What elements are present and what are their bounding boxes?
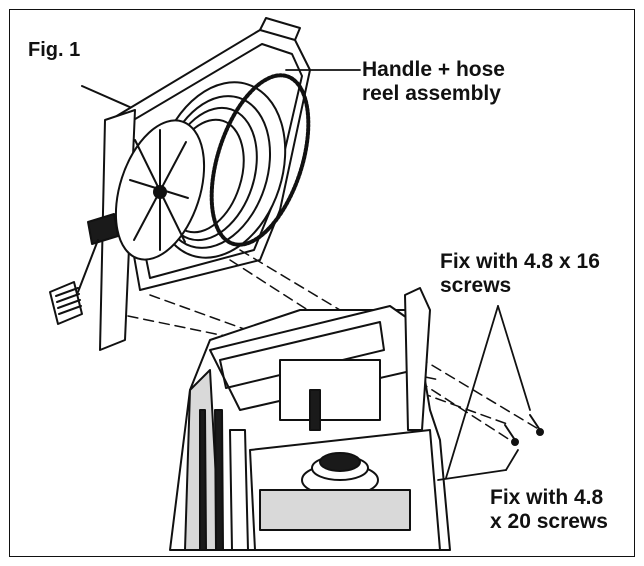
hose-reel [114, 73, 311, 261]
assembly-illustration [49, 17, 544, 551]
screws-20-line2: x 20 screws [490, 510, 608, 533]
figure-frame: Fig. 1 Handle + hose reel assembly Fix w… [9, 9, 635, 557]
screws-16-callout: Fix with 4.8 x 16 screws [440, 250, 600, 298]
screws-16-line1: Fix with 4.8 x 16 [440, 250, 600, 273]
crank-handle [49, 213, 119, 325]
screws [504, 414, 544, 446]
leader-16b [497, 305, 531, 411]
leader-20b [505, 449, 519, 471]
handle-callout: Handle + hose reel assembly [362, 58, 505, 106]
handle-callout-line2: reel assembly [362, 82, 501, 105]
main-body [169, 287, 451, 551]
leader-16a [445, 305, 499, 479]
leader-20a [437, 469, 507, 481]
figure-label: Fig. 1 [28, 39, 81, 61]
handle-callout-line1: Handle + hose [362, 58, 505, 81]
screws-20-line1: Fix with 4.8 [490, 486, 604, 509]
screws-16-line2: screws [440, 274, 512, 297]
screws-20-callout: Fix with 4.8 x 20 screws [490, 486, 608, 534]
